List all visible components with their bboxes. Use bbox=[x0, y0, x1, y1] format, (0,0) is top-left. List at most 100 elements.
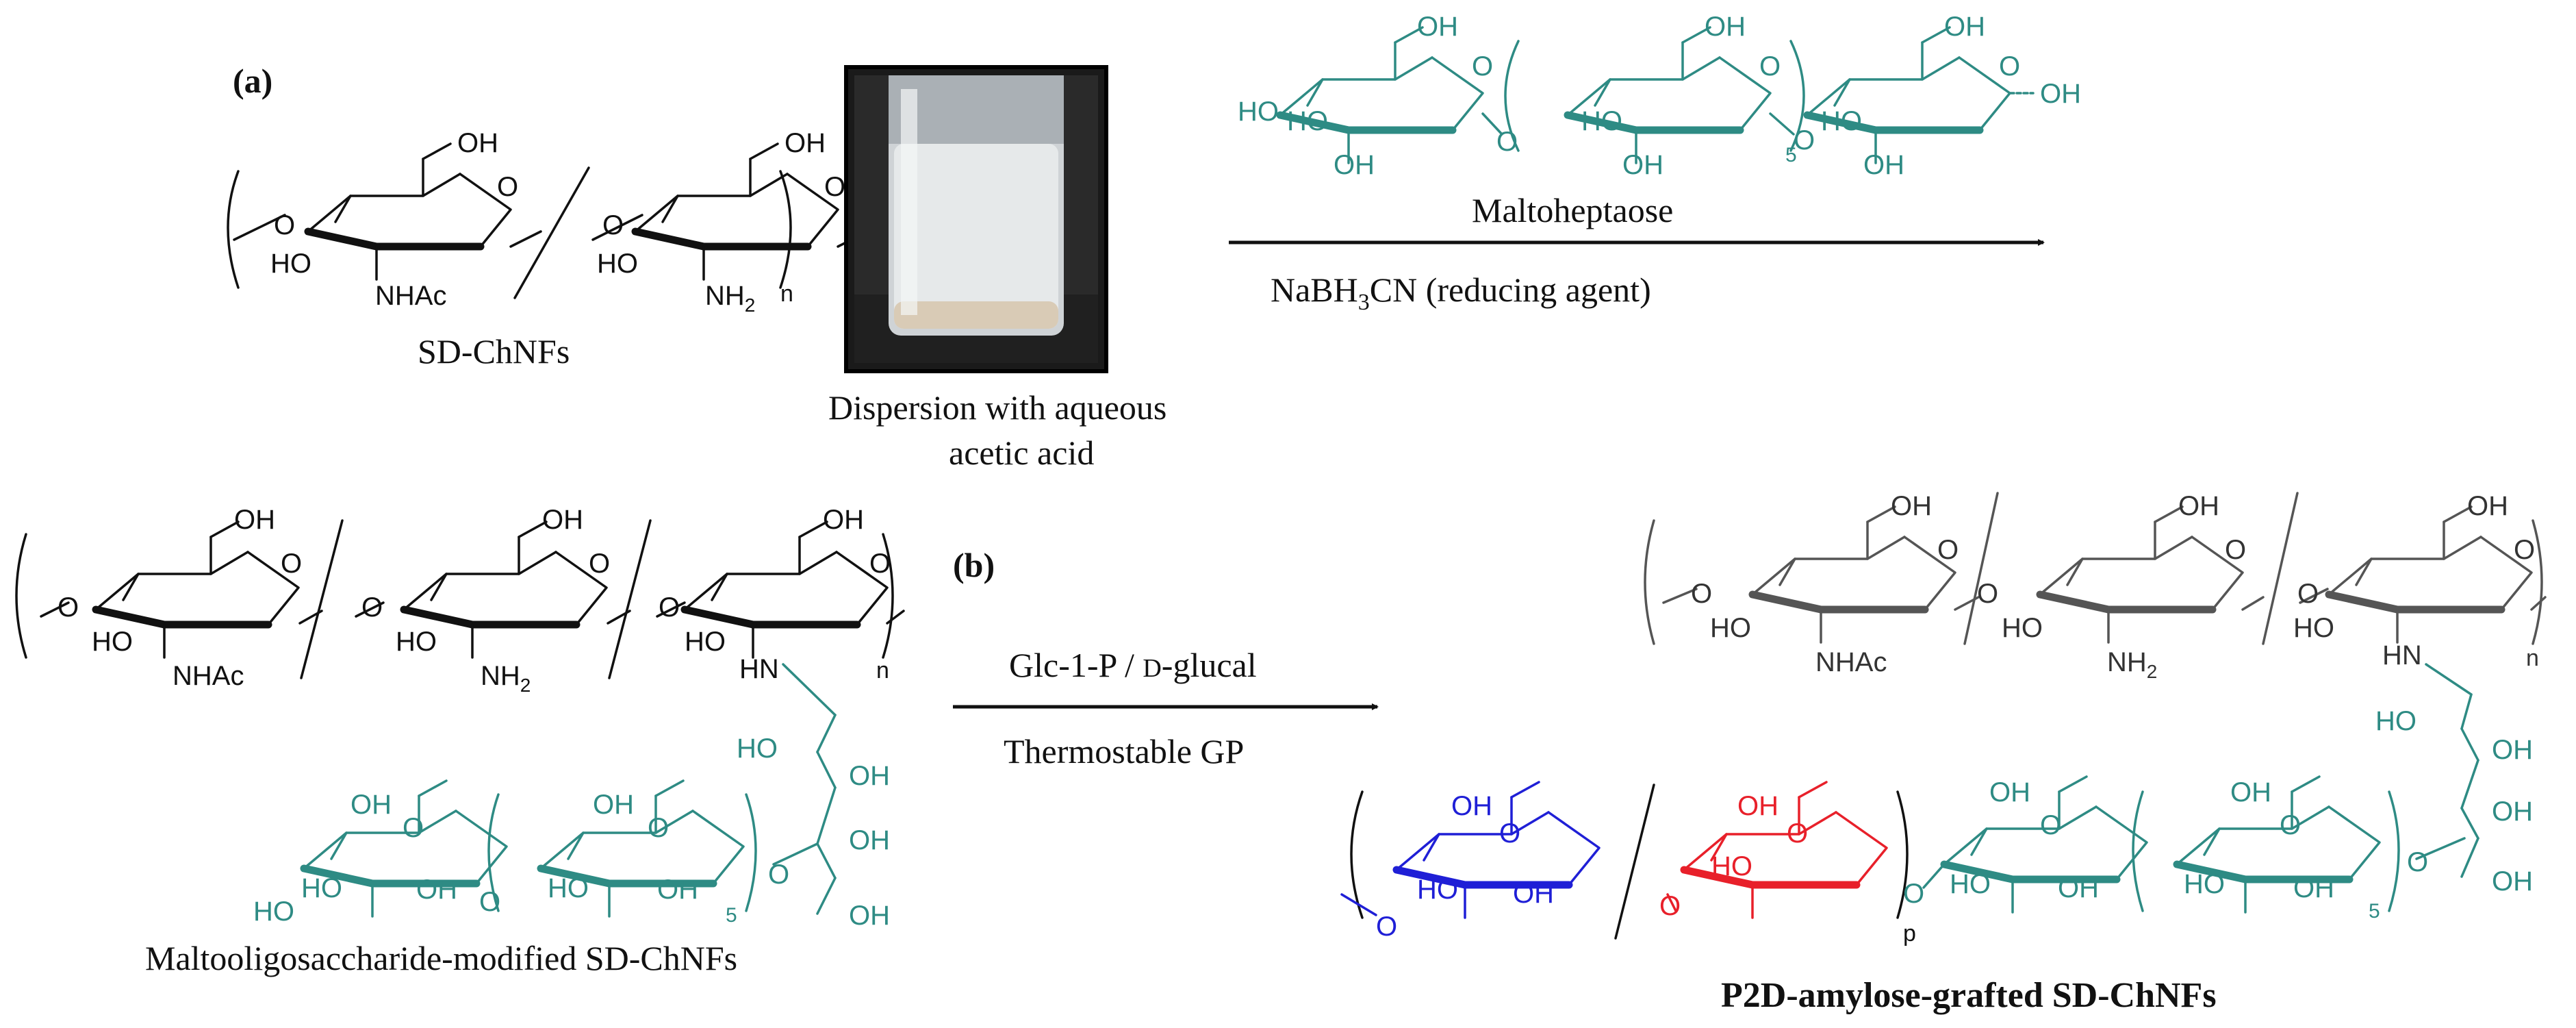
modified-chnfs-name: Maltooligosaccharide-modified SD-ChNFs bbox=[145, 939, 737, 977]
svg-text:HO: HO bbox=[1821, 106, 1862, 136]
ho-label: HO bbox=[597, 249, 638, 279]
svg-text:OH: OH bbox=[234, 505, 275, 535]
svg-text:HN: HN bbox=[2382, 640, 2422, 670]
o-label: O bbox=[497, 172, 518, 202]
svg-text:O: O bbox=[2514, 535, 2535, 565]
modified-chnfs-atom-labels: O HO OH O NHAc O HO OH O NH2 O HO OH O H… bbox=[58, 505, 891, 696]
svg-text:HO: HO bbox=[2375, 706, 2416, 736]
svg-text:OH: OH bbox=[1944, 12, 1985, 42]
svg-text:O: O bbox=[648, 813, 669, 843]
product-graft-blue-red bbox=[1340, 782, 1909, 940]
svg-text:OH: OH bbox=[1863, 150, 1904, 180]
svg-text:HO: HO bbox=[1417, 875, 1458, 905]
svg-text:OH: OH bbox=[542, 505, 583, 535]
svg-text:O: O bbox=[2225, 535, 2246, 565]
svg-text:OH: OH bbox=[2058, 873, 2099, 903]
product-name: P2D-amylose-grafted SD-ChNFs bbox=[1721, 976, 2217, 1015]
reducing-agent-label: NaBH3CN (reducing agent) bbox=[1271, 271, 1651, 315]
svg-text:OH: OH bbox=[849, 825, 890, 855]
svg-text:OH: OH bbox=[350, 790, 392, 820]
svg-text:O: O bbox=[1376, 912, 1397, 942]
svg-text:O: O bbox=[58, 592, 79, 623]
svg-text:HO: HO bbox=[396, 627, 437, 657]
o-label: O bbox=[274, 210, 295, 240]
maltoheptaose-label: Maltoheptaose bbox=[1472, 191, 1673, 229]
svg-text:HO: HO bbox=[548, 873, 589, 903]
svg-text:OH: OH bbox=[849, 901, 890, 931]
svg-text:HO: HO bbox=[685, 627, 726, 657]
oh-label: OH bbox=[785, 128, 826, 158]
svg-text:HO: HO bbox=[92, 627, 133, 657]
svg-text:OH: OH bbox=[593, 790, 634, 820]
svg-text:O: O bbox=[281, 549, 302, 579]
svg-text:O: O bbox=[1903, 879, 1924, 909]
svg-text:O: O bbox=[403, 813, 424, 843]
svg-text:OH: OH bbox=[2467, 491, 2508, 521]
svg-text:O: O bbox=[869, 549, 891, 579]
svg-text:HO: HO bbox=[253, 897, 294, 927]
svg-text:O: O bbox=[1499, 818, 1520, 849]
svg-text:p: p bbox=[1903, 920, 1916, 946]
svg-text:OH: OH bbox=[849, 761, 890, 791]
svg-text:OH: OH bbox=[2230, 777, 2271, 807]
svg-text:O: O bbox=[659, 592, 680, 623]
vial-caption-line1: Dispersion with aqueous bbox=[828, 388, 1166, 427]
nh2-label: NH2 bbox=[2107, 647, 2157, 682]
svg-text:O: O bbox=[1472, 51, 1493, 82]
sd-chnfs-atom-labels-a: O HO OH O NHAc O HO OH O NH2 n bbox=[270, 128, 845, 316]
dispersion-vial-photo bbox=[844, 65, 1108, 373]
product-graft-teal-labels: O OH O HO OH OH O HO OH 5 O HO OH OH OH bbox=[1903, 706, 2533, 923]
svg-text:HO: HO bbox=[2293, 613, 2334, 643]
o-label: O bbox=[824, 172, 845, 202]
vial-caption-line2: acetic acid bbox=[949, 434, 1094, 472]
svg-text:HO: HO bbox=[2184, 869, 2225, 899]
modified-chnfs-graft bbox=[304, 663, 837, 916]
svg-text:O: O bbox=[2297, 579, 2319, 609]
oh-label: OH bbox=[457, 128, 498, 158]
modified-chnfs-backbone bbox=[15, 521, 905, 679]
product-graft-blue-red-labels: OH O O HO OH OH O O HO p bbox=[1376, 791, 1916, 946]
svg-text:HO: HO bbox=[2002, 613, 2043, 643]
svg-text:HO: HO bbox=[1238, 97, 1279, 127]
svg-text:OH: OH bbox=[2040, 79, 2081, 109]
o-label: O bbox=[602, 210, 624, 240]
svg-text:n: n bbox=[876, 657, 889, 684]
nhac-label: NHAc bbox=[375, 281, 446, 311]
svg-text:OH: OH bbox=[1737, 791, 1778, 821]
modified-chnfs-graft-labels: HO OH OH OH O OH O HO HO OH O OH O HO OH… bbox=[253, 734, 890, 931]
svg-text:NHAc: NHAc bbox=[173, 661, 244, 691]
sd-chnfs-name-a: SD-ChNFs bbox=[418, 332, 570, 371]
svg-text:OH: OH bbox=[1705, 12, 1746, 42]
svg-text:O: O bbox=[768, 860, 789, 890]
svg-text:OH: OH bbox=[2293, 873, 2334, 903]
svg-text:O: O bbox=[1787, 818, 1808, 849]
product-backbone bbox=[1644, 492, 2547, 644]
svg-text:OH: OH bbox=[823, 505, 864, 535]
ho-label: HO bbox=[270, 249, 311, 279]
maltoheptaose-structure bbox=[1280, 27, 2035, 163]
svg-text:O: O bbox=[1977, 579, 1998, 609]
svg-text:5: 5 bbox=[726, 904, 737, 927]
svg-text:OH: OH bbox=[2492, 735, 2533, 765]
glc1p-glucal-label: Glc-1-P / D-glucal bbox=[1009, 646, 1257, 684]
svg-text:O: O bbox=[1659, 891, 1681, 921]
svg-text:n: n bbox=[2526, 645, 2539, 671]
svg-text:O: O bbox=[2040, 810, 2061, 840]
svg-text:OH: OH bbox=[1451, 791, 1492, 821]
svg-text:O: O bbox=[1691, 579, 1712, 609]
svg-text:O: O bbox=[1937, 535, 1959, 565]
svg-text:O: O bbox=[1759, 51, 1781, 82]
svg-text:HO: HO bbox=[1287, 106, 1328, 136]
panel-a-label: (a) bbox=[233, 62, 272, 100]
svg-text:O: O bbox=[2280, 810, 2301, 840]
svg-text:OH: OH bbox=[1622, 150, 1663, 180]
product-backbone-labels: O HO OH O NHAc O HO OH O NH2 O HO OH O H… bbox=[1691, 491, 2539, 682]
svg-text:O: O bbox=[2407, 847, 2428, 877]
svg-text:HO: HO bbox=[1581, 106, 1622, 136]
svg-text:HO: HO bbox=[1710, 613, 1751, 643]
thermostable-gp-label: Thermostable GP bbox=[1004, 732, 1244, 770]
svg-text:O: O bbox=[361, 592, 383, 623]
svg-text:NHAc: NHAc bbox=[1815, 647, 1887, 677]
svg-text:O: O bbox=[479, 887, 500, 917]
